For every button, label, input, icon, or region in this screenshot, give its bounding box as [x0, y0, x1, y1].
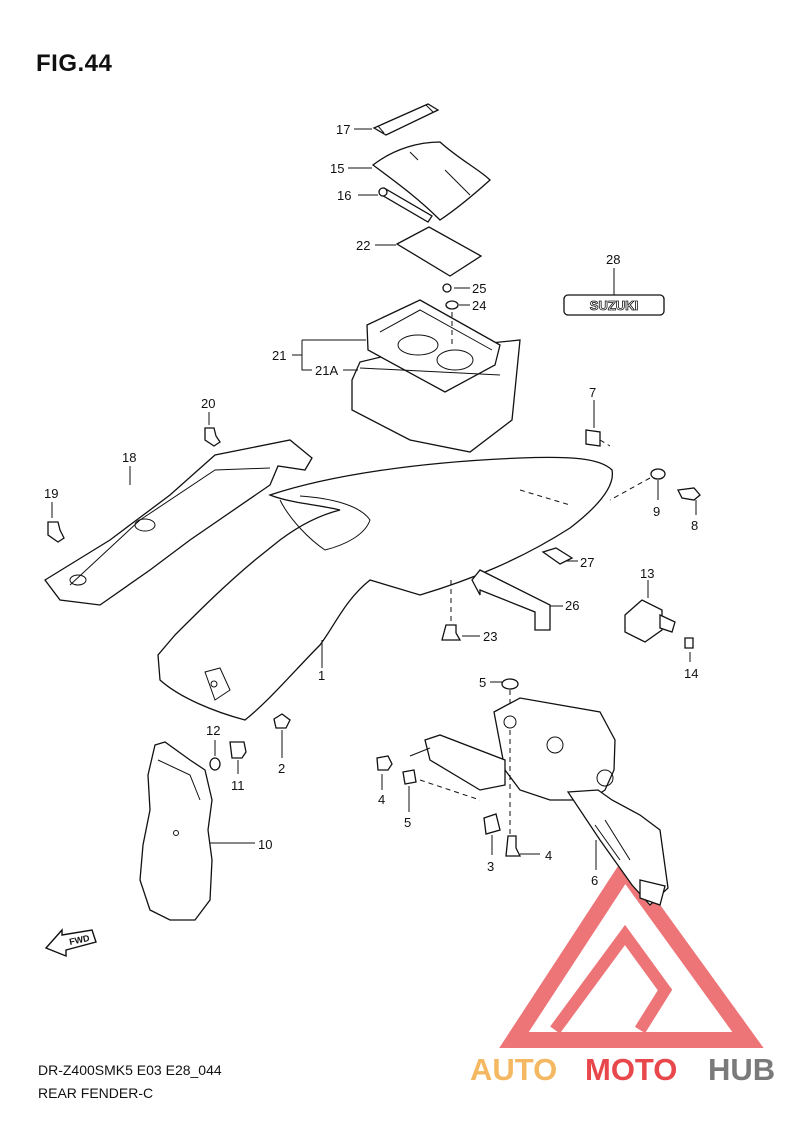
- part-27-reflector: 27: [541, 547, 594, 570]
- watermark-text-hub: HUB: [708, 1052, 775, 1087]
- callout-5-top: 5: [479, 675, 486, 690]
- part-4-bolt-left: 4: [376, 755, 393, 807]
- figure-title: FIG.44: [36, 50, 113, 77]
- part-3-nut: 3: [483, 813, 501, 874]
- callout-28: 28: [606, 252, 620, 267]
- part-21-tool-box: 21 21A: [272, 299, 521, 453]
- part-8-bolt: 8: [677, 487, 701, 533]
- callout-18: 18: [122, 450, 136, 465]
- callout-23: 23: [483, 629, 497, 644]
- callout-4-left: 4: [378, 792, 385, 807]
- part-22-pad: 22: [356, 226, 483, 277]
- callout-22: 22: [356, 238, 370, 253]
- callout-20: 20: [201, 396, 215, 411]
- part-23-bolt: 23: [441, 580, 497, 644]
- part-17-strap: 17: [336, 103, 440, 137]
- part-5-grommet-left: 5: [402, 769, 417, 830]
- part-19-bolt: 19: [44, 486, 65, 543]
- callout-3: 3: [487, 859, 494, 874]
- model-code: DR-Z400SMK5 E03 E28_044: [38, 1062, 222, 1078]
- fwd-arrow-icon: FWD: [44, 928, 97, 958]
- callout-8: 8: [691, 518, 698, 533]
- callout-6: 6: [591, 873, 598, 888]
- callout-9: 9: [653, 504, 660, 519]
- fwd-label: FWD: [68, 933, 91, 947]
- callout-19: 19: [44, 486, 58, 501]
- part-15-tool-bag: 15: [330, 141, 491, 221]
- callout-27: 27: [580, 555, 594, 570]
- watermark-text: AUTO MOTO HUB: [470, 1052, 775, 1087]
- part-4-bolt-bottom: 4: [505, 835, 552, 863]
- emblem-plate: [563, 294, 665, 316]
- part-10-mud-flap: 10: [139, 741, 272, 921]
- callout-24: 24: [472, 298, 486, 313]
- callout-4-bottom: 4: [545, 848, 552, 863]
- callout-2: 2: [278, 761, 285, 776]
- part-25-nut: 25: [442, 281, 486, 296]
- part-7-clip: 7: [585, 385, 611, 447]
- watermark-logo: [499, 855, 764, 1048]
- assembly-name: REAR FENDER-C: [38, 1085, 154, 1101]
- part-14-screw: 14: [684, 637, 698, 681]
- callout-1: 1: [318, 668, 325, 683]
- part-24-washer: 24: [445, 298, 486, 313]
- callout-12: 12: [206, 723, 220, 738]
- part-6-license-bracket: 6: [409, 697, 669, 906]
- part-11-bolt: 11: [229, 741, 247, 793]
- callout-16: 16: [337, 188, 351, 203]
- part-13-connector: 13: [624, 566, 676, 643]
- watermark-text-auto: AUTO: [470, 1052, 557, 1087]
- part-9-washer: 9: [609, 468, 666, 519]
- callout-13: 13: [640, 566, 654, 581]
- part-18-side-cover: 18: [44, 439, 313, 606]
- callout-11: 11: [231, 778, 245, 793]
- callout-10: 10: [258, 837, 272, 852]
- callout-21a: 21A: [315, 363, 338, 378]
- callout-26: 26: [565, 598, 579, 613]
- callout-21: 21: [272, 348, 286, 363]
- part-28-emblem: 28 SUZUKI: [563, 252, 665, 316]
- emblem-text: SUZUKI: [590, 298, 638, 313]
- callout-7: 7: [589, 385, 596, 400]
- part-12-washer: 12: [206, 723, 221, 771]
- callout-14: 14: [684, 666, 698, 681]
- part-1-rear-fender: 1: [157, 456, 613, 721]
- callout-17: 17: [336, 122, 350, 137]
- part-16-tool: 16: [337, 187, 433, 223]
- part-26-cushion: 26: [471, 569, 579, 631]
- watermark-text-moto: MOTO: [585, 1052, 677, 1087]
- callout-25: 25: [472, 281, 486, 296]
- callout-5-left: 5: [404, 815, 411, 830]
- part-2-nut: 2: [273, 713, 291, 776]
- callout-15: 15: [330, 161, 344, 176]
- part-20-bolt: 20: [201, 396, 221, 447]
- part-5-grommet-top: 5: [479, 675, 519, 720]
